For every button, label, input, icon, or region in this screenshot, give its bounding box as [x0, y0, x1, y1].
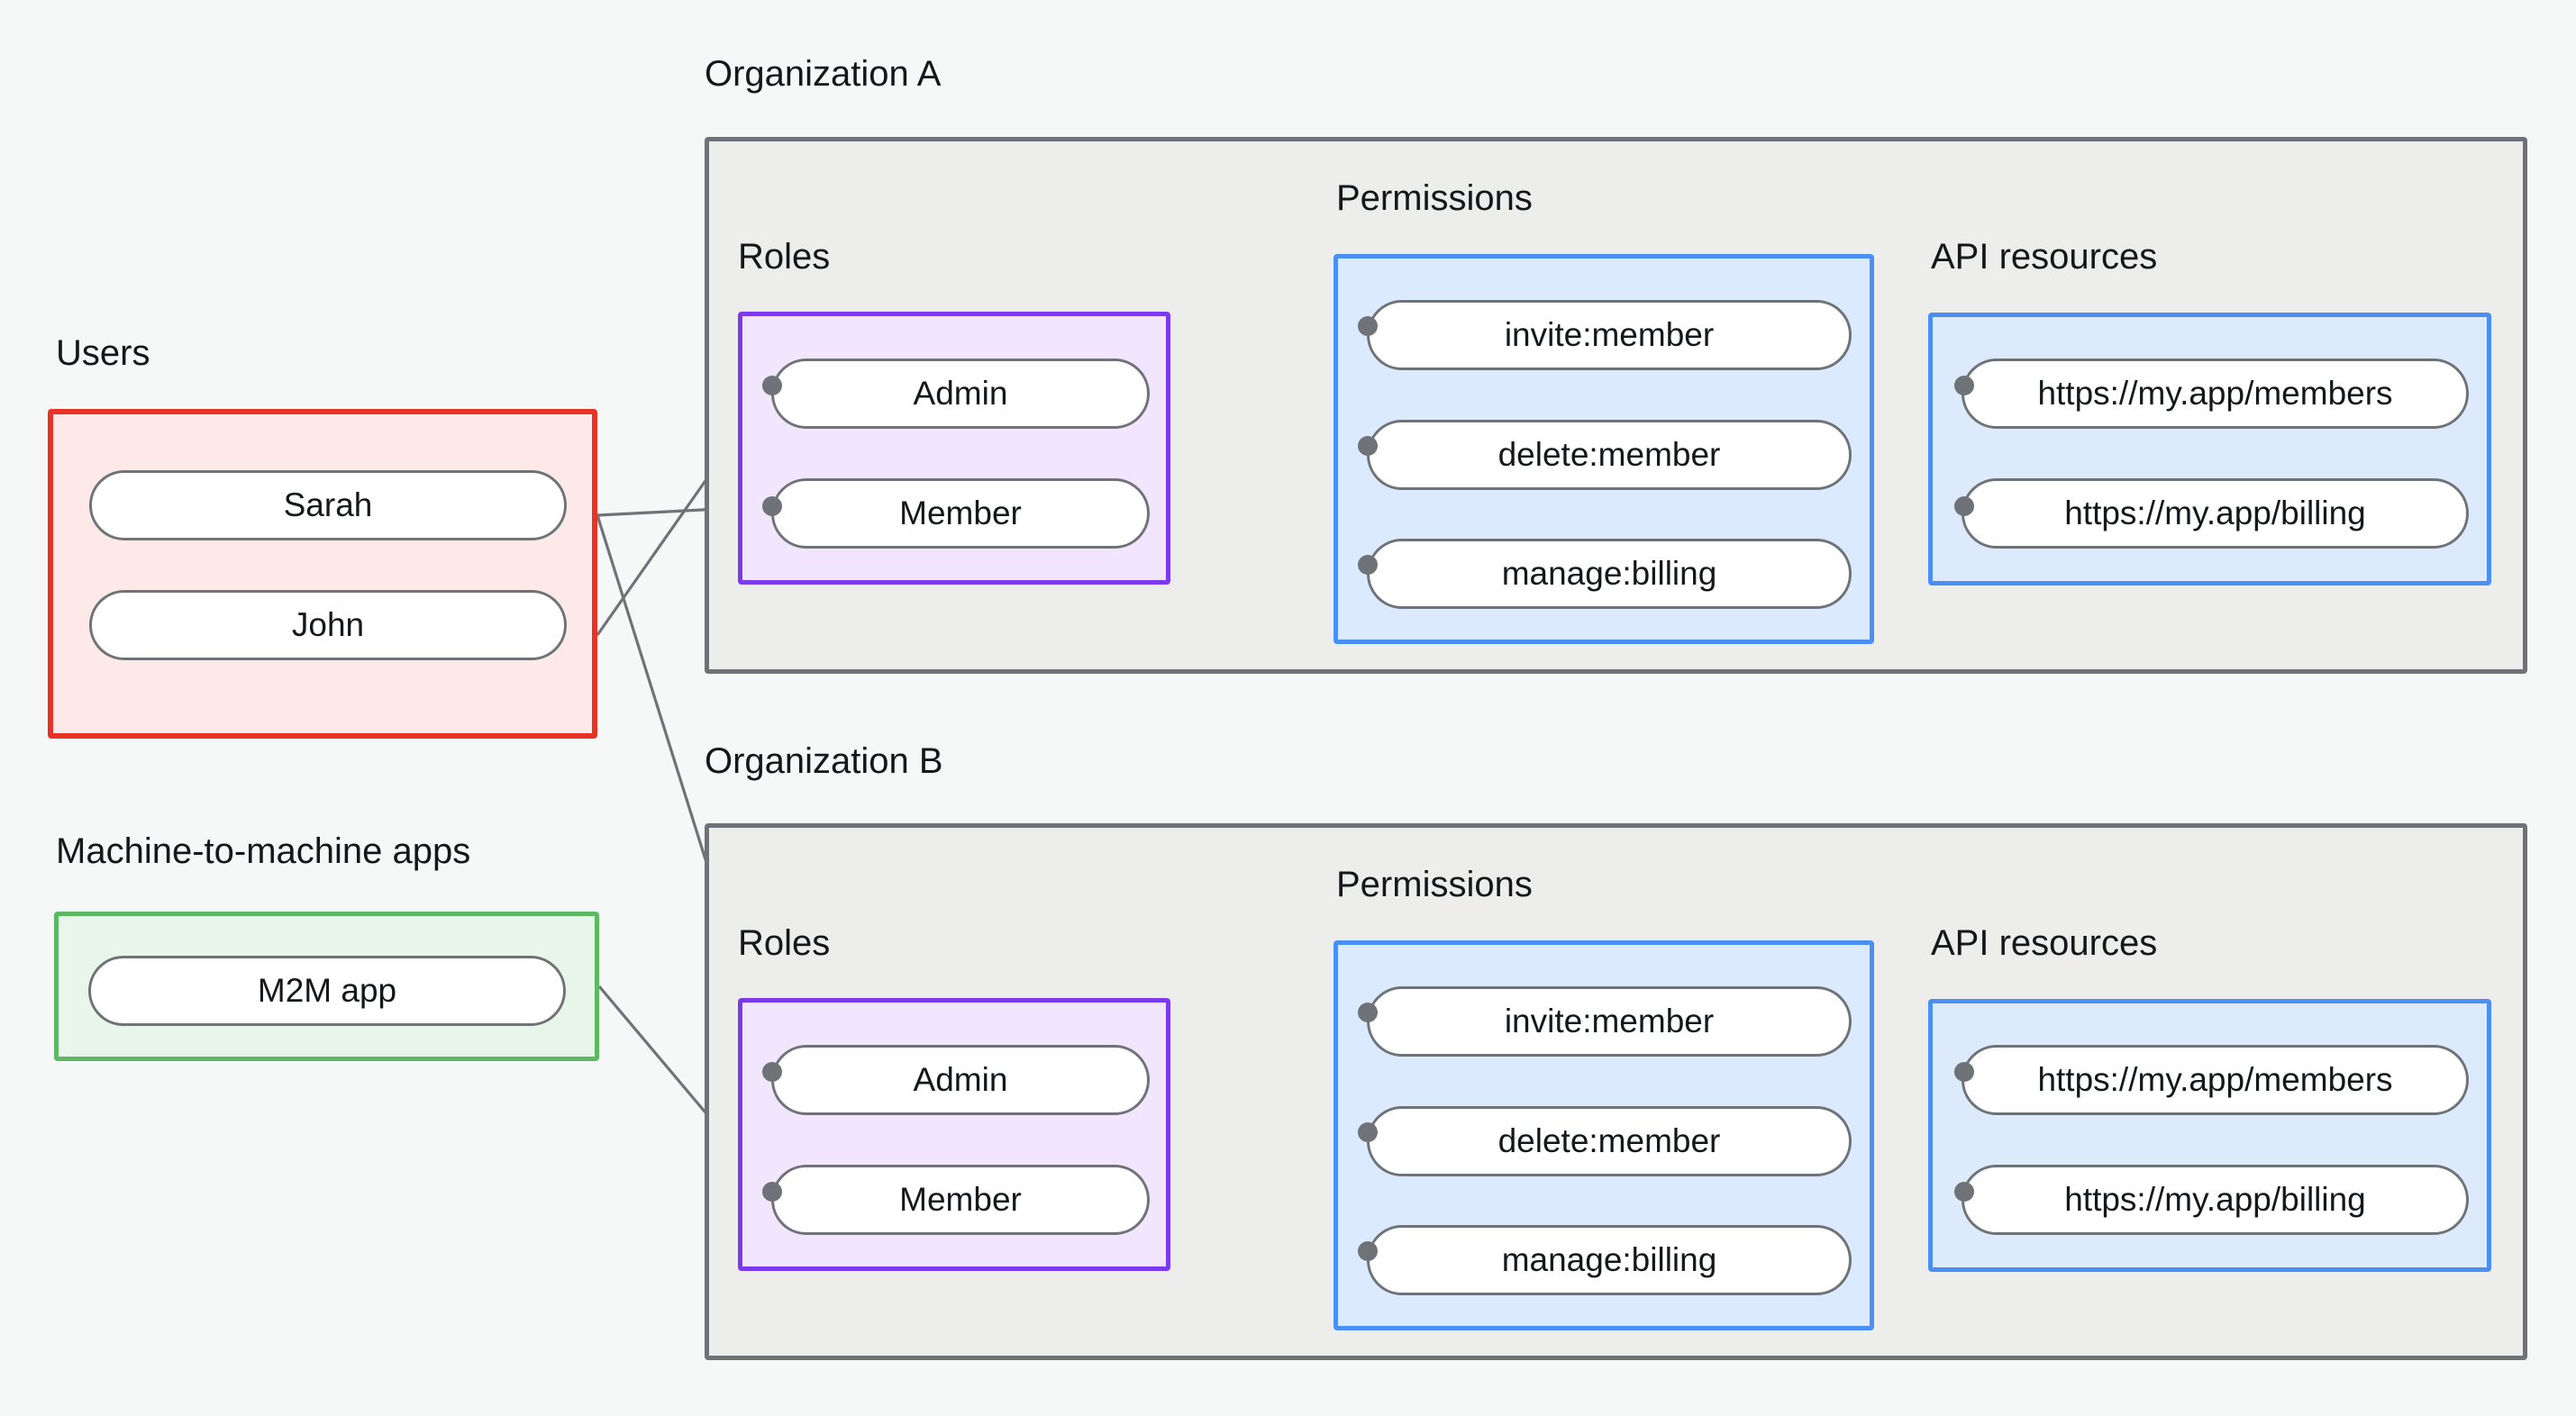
org-a-role-admin[interactable]: Admin	[771, 359, 1150, 429]
org-b-api-resource-members[interactable]: https://my.app/members	[1962, 1045, 2469, 1115]
org-b-role-admin[interactable]: Admin	[771, 1045, 1150, 1115]
org-b-permissions-label: Permissions	[1336, 865, 1533, 904]
org-b-permissions-container: invite:member delete:member manage:billi…	[1334, 940, 1874, 1330]
org-a-api-resource-members[interactable]: https://my.app/members	[1962, 359, 2469, 429]
m2m-node-app[interactable]: M2M app	[88, 956, 566, 1026]
org-a-permissions-label: Permissions	[1336, 178, 1533, 218]
org-a-role-member[interactable]: Member	[771, 478, 1150, 549]
org-b-api-container: https://my.app/members https://my.app/bi…	[1928, 999, 2491, 1272]
users-group-label: Users	[56, 333, 150, 373]
org-b-permission-invite-member[interactable]: invite:member	[1367, 986, 1852, 1057]
org-b-roles-container: Admin Member	[738, 998, 1170, 1271]
user-node-sarah[interactable]: Sarah	[89, 470, 567, 540]
org-a-permission-invite-member[interactable]: invite:member	[1367, 300, 1852, 370]
org-a-roles-label: Roles	[738, 237, 831, 277]
org-b-permission-delete-member[interactable]: delete:member	[1367, 1106, 1852, 1176]
org-b-api-label: API resources	[1931, 923, 2158, 963]
org-a-roles-container: Admin Member	[738, 312, 1170, 585]
org-b-roles-label: Roles	[738, 923, 831, 963]
org-b-permission-manage-billing[interactable]: manage:billing	[1367, 1225, 1852, 1295]
org-b-label: Organization B	[705, 741, 943, 781]
m2m-container: M2M app	[54, 912, 599, 1061]
org-a-permissions-container: invite:member delete:member manage:billi…	[1334, 254, 1874, 644]
org-b-role-member[interactable]: Member	[771, 1165, 1150, 1235]
org-b-container: Roles Admin Member Permissions invite:me…	[705, 823, 2527, 1360]
user-node-john[interactable]: John	[89, 590, 567, 660]
org-a-api-container: https://my.app/members https://my.app/bi…	[1928, 313, 2491, 585]
m2m-group-label: Machine-to-machine apps	[56, 831, 471, 871]
org-a-api-label: API resources	[1931, 237, 2158, 277]
org-a-permission-delete-member[interactable]: delete:member	[1367, 420, 1852, 490]
users-container: Sarah John	[48, 409, 597, 739]
org-a-label: Organization A	[705, 54, 942, 94]
org-a-permission-manage-billing[interactable]: manage:billing	[1367, 539, 1852, 609]
org-a-container: Roles Admin Member Permissions invite:me…	[705, 137, 2527, 674]
org-a-api-resource-billing[interactable]: https://my.app/billing	[1962, 478, 2469, 549]
org-b-api-resource-billing[interactable]: https://my.app/billing	[1962, 1165, 2469, 1235]
